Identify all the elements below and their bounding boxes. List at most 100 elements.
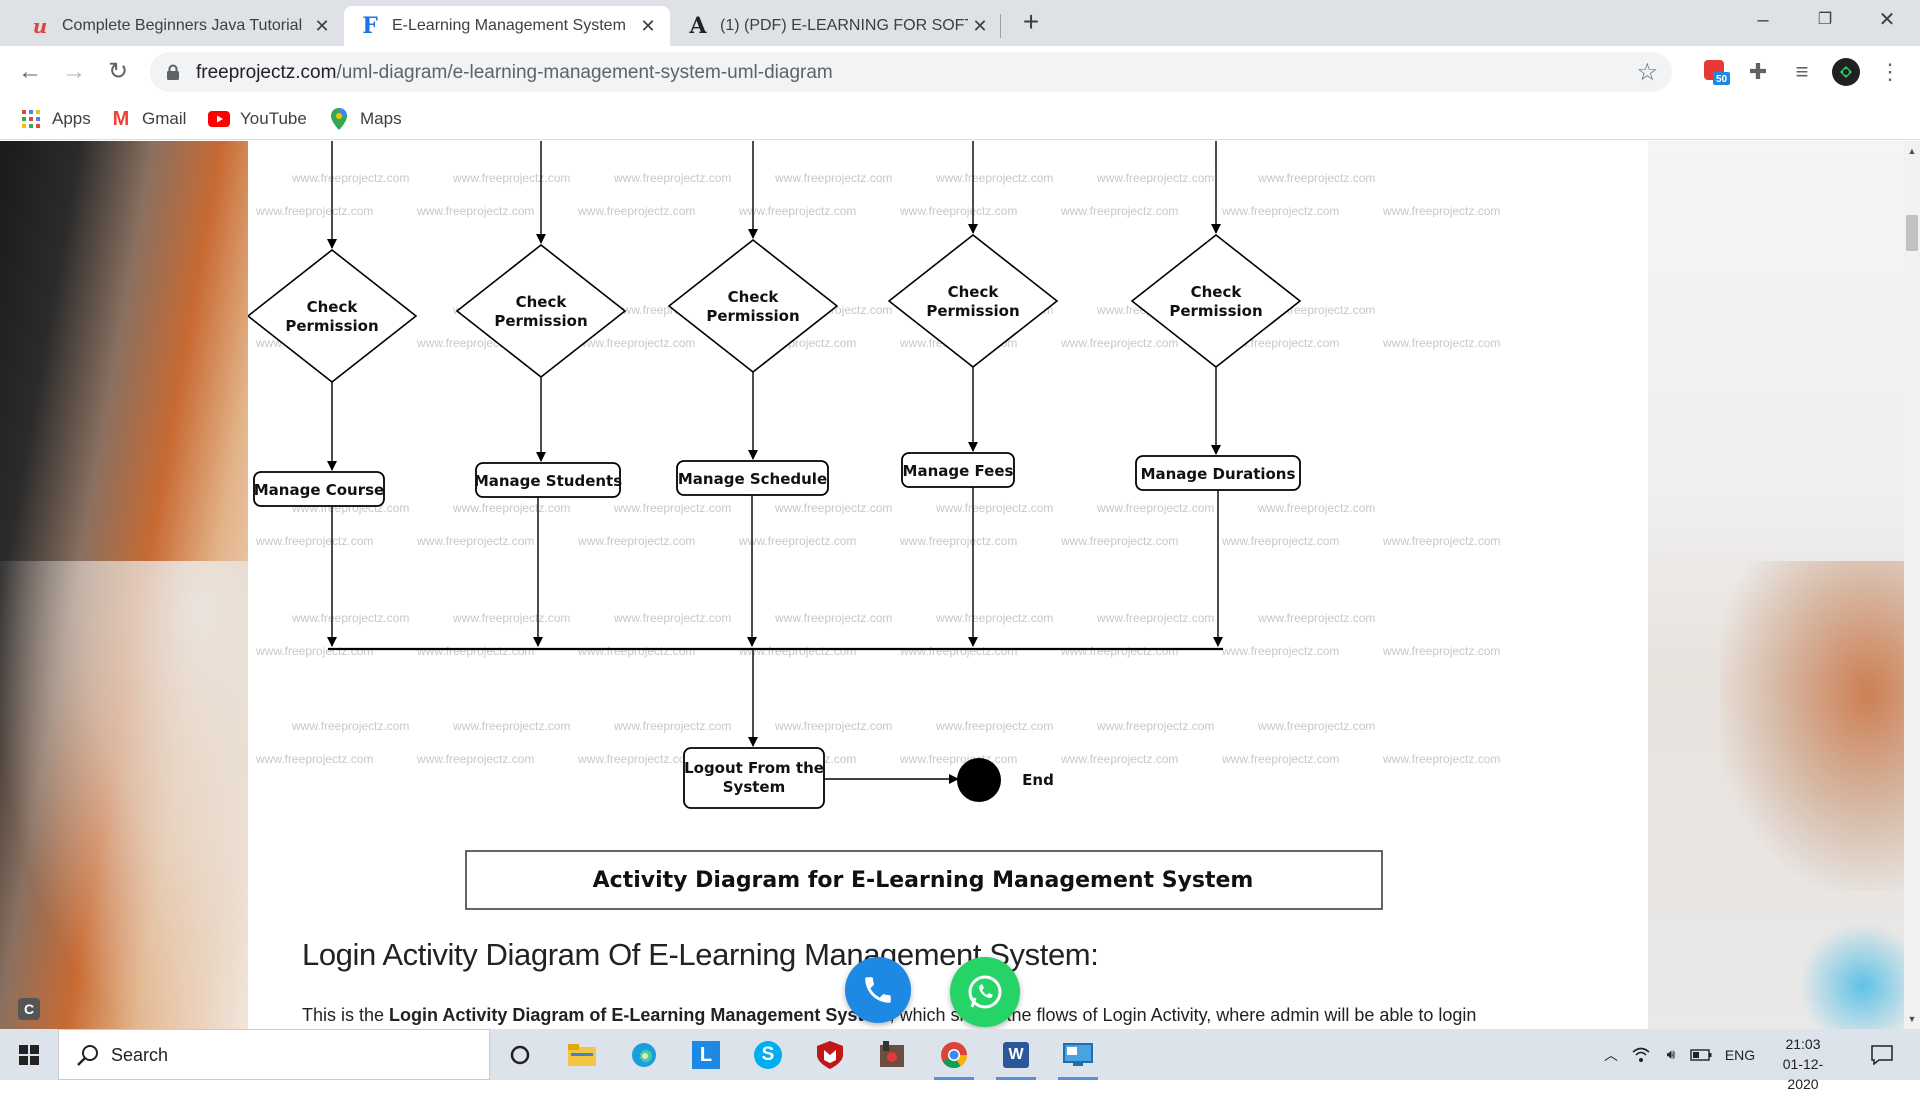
taskbar-search-box[interactable]: Search: [58, 1029, 490, 1080]
apps-grid-icon: [20, 108, 42, 130]
media-queue-icon[interactable]: ≡: [1795, 59, 1809, 84]
logout-box: [683, 747, 825, 809]
action-label: Manage Durations: [1141, 465, 1296, 483]
window-close-icon[interactable]: ✕: [1878, 9, 1896, 31]
system-clock[interactable]: 21:03 01-12-2020: [1768, 1034, 1838, 1094]
scroll-thumb[interactable]: [1906, 215, 1918, 251]
action-label: Manage Students: [474, 472, 622, 490]
diagram-caption: Activity Diagram for E-Learning Manageme…: [593, 868, 1254, 893]
language-indicator[interactable]: ENG: [1724, 1046, 1756, 1063]
scroll-up-arrow-icon[interactable]: ▲: [1907, 146, 1917, 156]
notifications-icon[interactable]: [1862, 1029, 1902, 1080]
bookmark-label: YouTube: [240, 109, 307, 128]
forward-arrow-icon[interactable]: →: [62, 58, 86, 85]
cortana-icon[interactable]: [496, 1035, 544, 1075]
whatsapp-button[interactable]: [950, 957, 1020, 1027]
bookmark-label: Gmail: [142, 109, 187, 128]
address-bar[interactable]: freeprojectz.com/uml-diagram/e-learning-…: [150, 52, 1672, 92]
bookmark-gmail[interactable]: M Gmail: [110, 106, 187, 132]
maps-pin-icon: [328, 108, 350, 130]
diamond-label: Check: [307, 298, 359, 316]
logout-label: Logout From the: [684, 759, 824, 777]
watermark-text: www.freeprojectz.com: [578, 644, 696, 658]
watermark-text: www.freeprojectz.com: [614, 719, 732, 733]
watermark-text: www.freeprojectz.com: [1383, 752, 1501, 766]
watermark-text: www.freeprojectz.com: [453, 611, 571, 625]
mcafee-shield-icon[interactable]: [806, 1035, 854, 1075]
volume-icon[interactable]: 🔊︎: [1666, 1046, 1676, 1062]
article-content: www.freeprojectz.com www.freeprojectz.com…: [248, 141, 1648, 1029]
bookmark-star-icon[interactable]: ☆: [1636, 59, 1658, 86]
watermark-text: www.freeprojectz.com: [739, 644, 857, 658]
diamond-label: Check: [1191, 283, 1243, 301]
watermark-text: www.freeprojectz.com: [1383, 644, 1501, 658]
action-label: Manage Schedule: [678, 470, 827, 488]
bookmark-maps[interactable]: Maps: [328, 106, 402, 132]
wifi-icon[interactable]: [1628, 1029, 1654, 1080]
lwa-app-icon[interactable]: L: [682, 1035, 730, 1075]
phone-icon: [865, 977, 891, 1003]
skype-icon[interactable]: S: [744, 1035, 792, 1075]
word-icon[interactable]: W: [992, 1035, 1040, 1080]
windows-start-button[interactable]: [0, 1029, 58, 1080]
reload-icon[interactable]: ↻: [107, 58, 129, 85]
bookmark-youtube[interactable]: YouTube: [208, 106, 307, 132]
watermark-text: www.freeprojectz.com: [1222, 752, 1340, 766]
diamond-label: Check: [516, 293, 568, 311]
watermark-text: www.freeprojectz.com: [1061, 336, 1179, 350]
body-paragraph: This is the Login Activity Diagram of E-…: [302, 1005, 1477, 1025]
watermark-text: www.freeprojectz.com: [1222, 204, 1340, 218]
new-tab-button[interactable]: +: [1022, 6, 1040, 37]
youtube-icon: [208, 108, 230, 130]
watermark-text: www.freeprojectz.com: [1383, 534, 1501, 548]
watermark-text: www.freeprojectz.com: [1061, 534, 1179, 548]
extension-adblock-icon[interactable]: 50: [1700, 56, 1732, 88]
copyfish-icon[interactable]: C: [18, 998, 40, 1020]
file-explorer-icon[interactable]: [558, 1035, 606, 1075]
watermark-text: www.freeprojectz.com: [1061, 204, 1179, 218]
watermark-text: www.freeprojectz.com: [1061, 644, 1179, 658]
tab-title: E-Learning Management System: [392, 17, 626, 34]
edge-browser-icon[interactable]: [620, 1035, 668, 1075]
watermark-text: www.freeprojectz.com: [1383, 204, 1501, 218]
tab-java-tutorial[interactable]: u Complete Beginners Java Tutorial ✕: [14, 6, 344, 46]
close-tab-icon[interactable]: ✕: [314, 16, 330, 36]
close-tab-icon[interactable]: ✕: [640, 16, 656, 36]
phone-call-button[interactable]: [845, 957, 911, 1023]
puzzle-icon[interactable]: ✚: [1748, 59, 1768, 84]
snipping-tool-icon[interactable]: [868, 1035, 916, 1075]
remote-desktop-icon[interactable]: [1054, 1035, 1102, 1080]
chrome-icon[interactable]: [930, 1035, 978, 1080]
end-label: End: [1022, 771, 1054, 789]
watermark-text: www.freeprojectz.com: [900, 204, 1018, 218]
profile-avatar[interactable]: [1830, 56, 1862, 88]
bookmark-apps[interactable]: Apps: [20, 106, 91, 132]
back-arrow-icon[interactable]: ←: [18, 58, 42, 85]
restore-icon[interactable]: ❐: [1817, 11, 1833, 28]
watermark-text: www.freeprojectz.com: [936, 501, 1054, 515]
scroll-down-arrow-icon[interactable]: ▼: [1907, 1014, 1917, 1024]
watermark-text: www.freeprojectz.com: [775, 719, 893, 733]
bookmark-label: Maps: [360, 109, 402, 128]
battery-icon[interactable]: [1688, 1029, 1714, 1080]
watermark-text: www.freeprojectz.com: [453, 501, 571, 515]
minimize-icon[interactable]: –: [1757, 9, 1769, 31]
watermark-text: www.freeprojectz.com: [1258, 171, 1376, 185]
menu-dots-icon[interactable]: ⋮: [1879, 59, 1901, 84]
tab-elearning[interactable]: F E-Learning Management System ✕: [344, 6, 670, 46]
watermark-text: www.freeprojectz.com: [936, 611, 1054, 625]
url-text[interactable]: freeprojectz.com/uml-diagram/e-learning-…: [196, 62, 833, 83]
tray-chevron-up-icon[interactable]: ︿: [1604, 1046, 1618, 1063]
page-scrollbar[interactable]: ▲ ▼: [1904, 141, 1920, 1029]
tab-pdf[interactable]: A (1) (PDF) E-LEARNING FOR SOFT ✕: [672, 6, 1002, 46]
logout-label: System: [723, 778, 785, 796]
gmail-icon: M: [112, 107, 130, 130]
watermark-text: www.freeprojectz.com: [775, 611, 893, 625]
watermark-text: www.freeprojectz.com: [739, 534, 857, 548]
close-tab-icon[interactable]: ✕: [972, 16, 988, 36]
clock-date: 01-12-2020: [1782, 1056, 1824, 1092]
watermark-text: www.freeprojectz.com: [614, 171, 732, 185]
check-permission-diamond: [455, 243, 627, 379]
watermark-text: www.freeprojectz.com: [900, 534, 1018, 548]
